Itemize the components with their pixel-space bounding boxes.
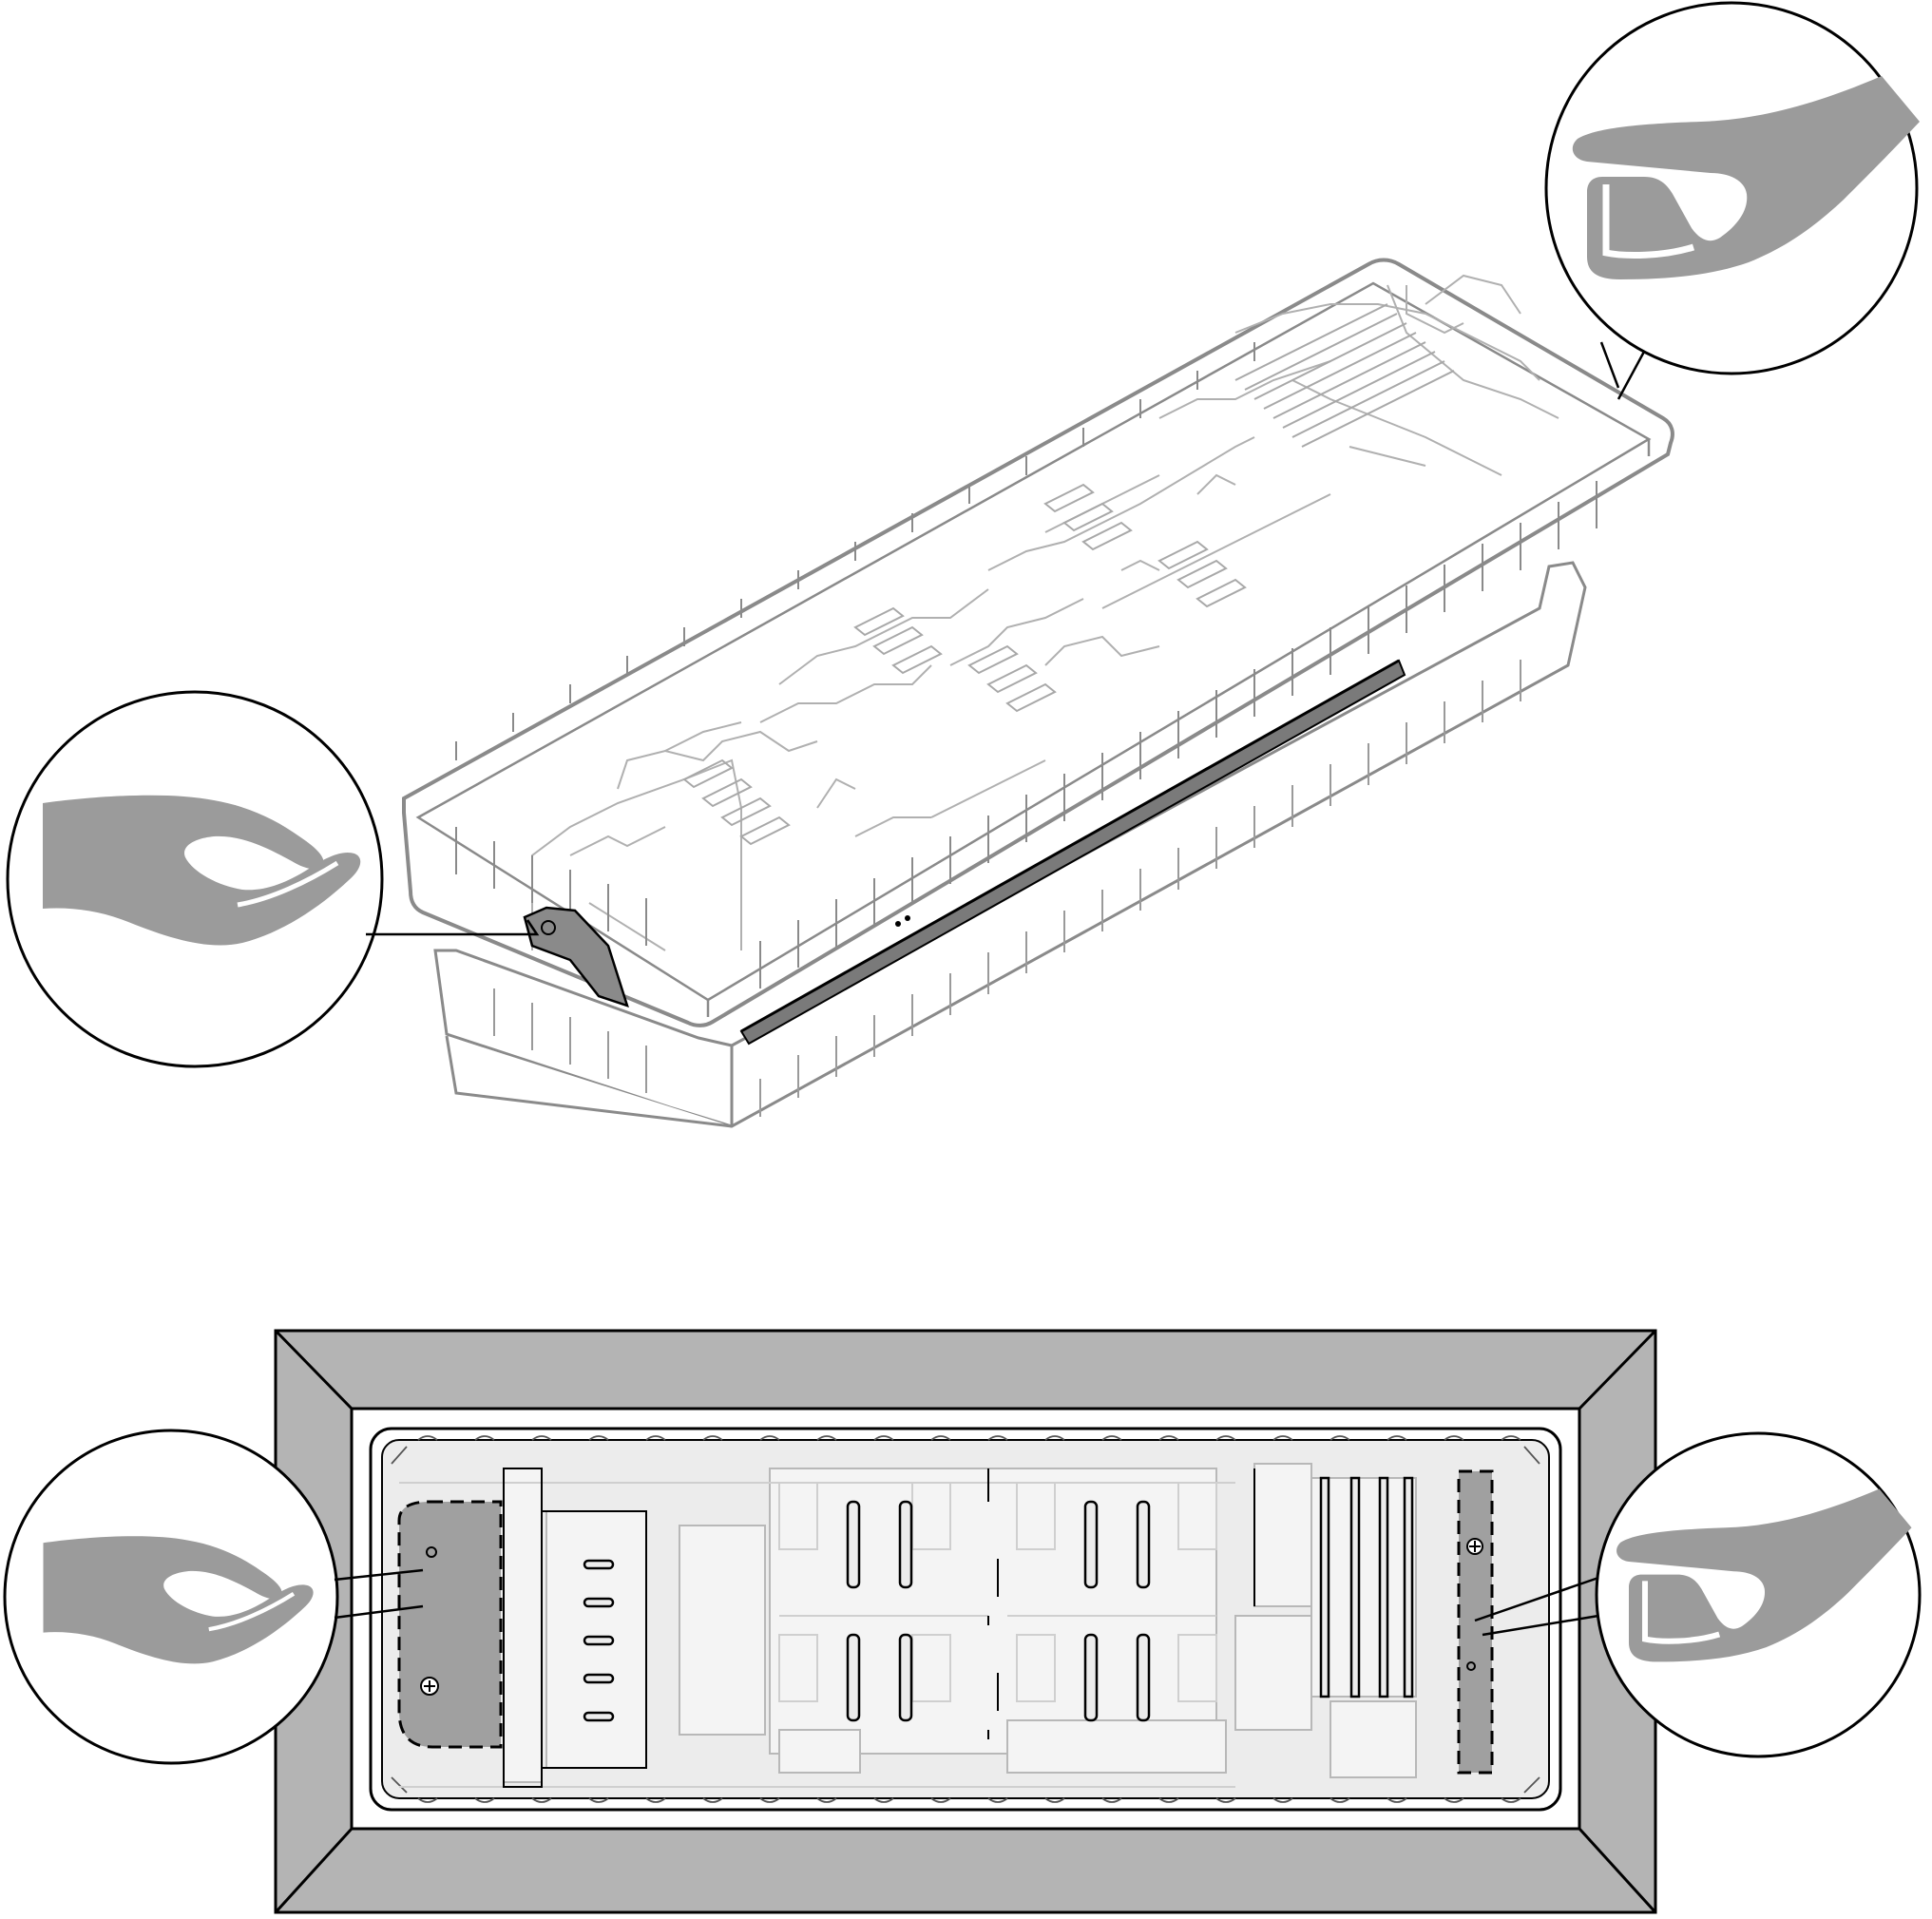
tray-interior-details xyxy=(531,274,1559,951)
callout-right-bottom xyxy=(1474,1431,1922,1758)
callout-right-top xyxy=(1544,1,1920,400)
callout-leader xyxy=(1599,341,1646,400)
tray-rim-scallops xyxy=(391,1435,1540,1803)
tray-frame-lines xyxy=(503,1468,1255,1788)
tray xyxy=(402,258,1674,1027)
callout-circle xyxy=(3,1429,339,1765)
tray-outline xyxy=(402,258,1674,1027)
callout-leader xyxy=(1474,1576,1599,1637)
callout-left-bottom xyxy=(3,1429,424,1765)
callout-leader xyxy=(334,1568,424,1620)
grip-zone-left xyxy=(397,1500,503,1749)
packaging-base-ribs xyxy=(493,660,1521,1117)
tray-bracket-left xyxy=(523,906,629,1007)
callout-left-top xyxy=(6,690,540,1068)
top-view xyxy=(3,1329,1922,1914)
grip-zone-right xyxy=(1457,1469,1494,1775)
tray-slots xyxy=(682,303,1455,846)
tray-latches xyxy=(583,1476,1414,1722)
callout-circle xyxy=(1544,1,1919,375)
tray-side-rail xyxy=(739,659,1406,1046)
callout-leader xyxy=(366,919,540,936)
isometric-view xyxy=(6,1,1920,1128)
packaging-base xyxy=(433,561,1587,1128)
